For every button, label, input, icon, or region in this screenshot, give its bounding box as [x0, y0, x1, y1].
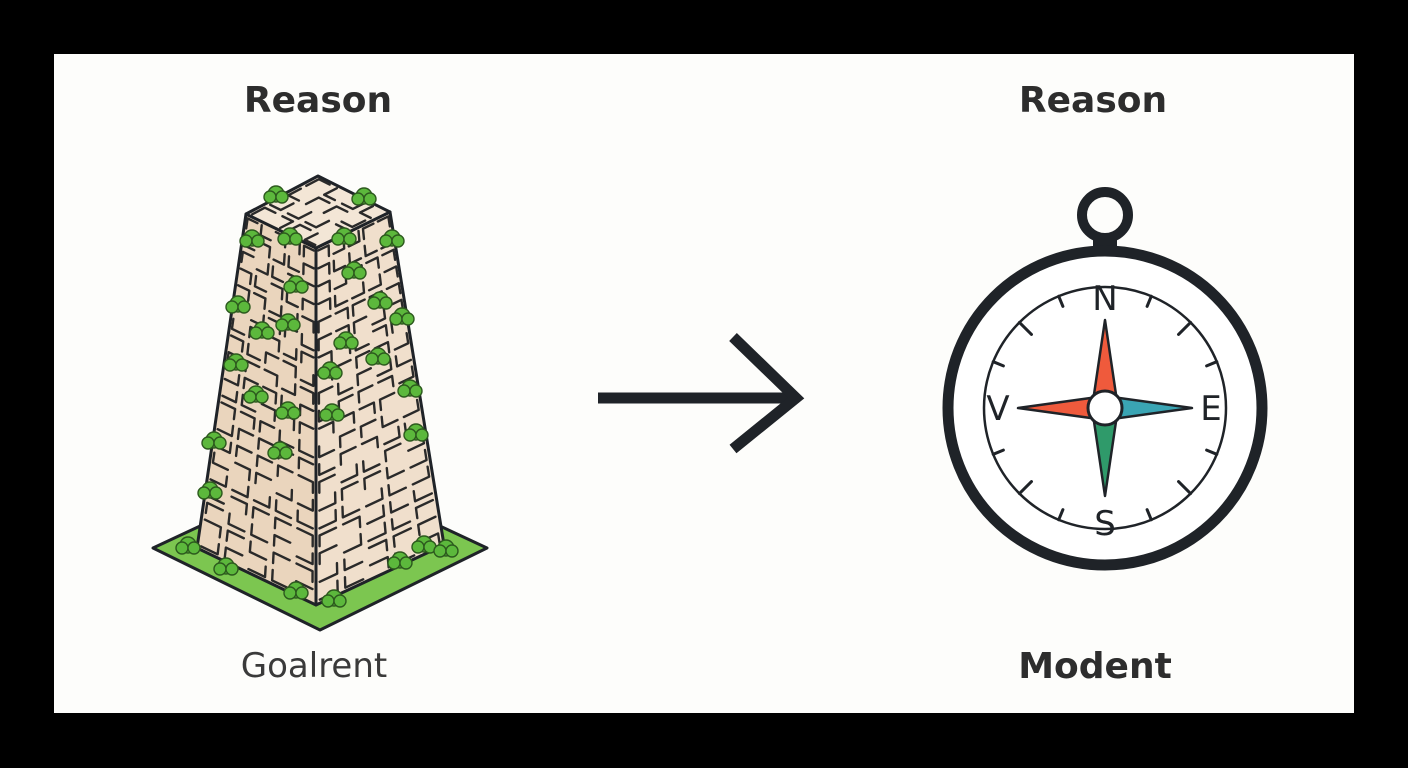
- compass-west-label: V: [986, 389, 1009, 429]
- compass-south-label: S: [1094, 504, 1116, 544]
- right-title: Reason: [893, 80, 1293, 121]
- tree-icon: [264, 186, 288, 203]
- right-arrow-icon: [598, 337, 796, 449]
- left-title: Reason: [118, 80, 518, 121]
- tree-icon: [352, 188, 376, 205]
- compass-pivot: [1088, 391, 1122, 425]
- compass-icon: N E S V: [948, 192, 1262, 565]
- maze-tower-icon: [153, 176, 487, 630]
- compass-bail: [1082, 192, 1128, 238]
- left-caption: Goalrent: [114, 646, 514, 686]
- right-caption: Modent: [895, 646, 1295, 687]
- compass-north-label: N: [1092, 279, 1117, 319]
- compass-east-label: E: [1200, 389, 1221, 429]
